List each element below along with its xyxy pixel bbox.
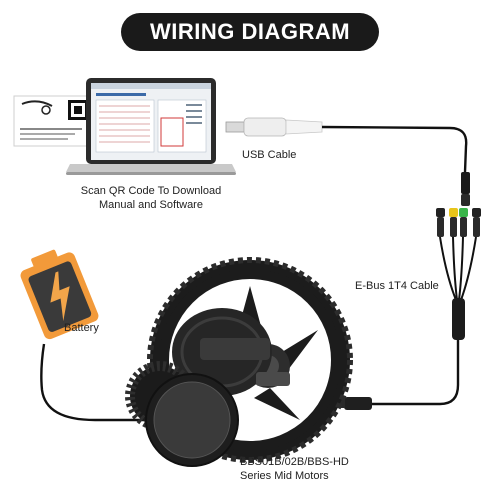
- ebus-cable: [336, 194, 481, 410]
- motor-label: BBS01B/02B/BBS-HD Series Mid Motors: [240, 455, 349, 483]
- battery-cable: [40, 343, 150, 422]
- usb-cable: [225, 117, 470, 194]
- motor-label-line2: Series Mid Motors: [240, 470, 329, 482]
- motor-label-line1: BBS01B/02B/BBS-HD: [240, 456, 349, 468]
- battery-label: Battery: [64, 322, 99, 334]
- battery-icon: [20, 249, 99, 340]
- scan-qr-label: Scan QR Code To Download Manual and Soft…: [66, 184, 236, 212]
- usb-cable-label: USB Cable: [242, 149, 297, 161]
- laptop-icon: [66, 78, 236, 175]
- qr-card: [13, 95, 93, 147]
- ebus-cable-label: E-Bus 1T4 Cable: [355, 280, 439, 292]
- diagram-title: WIRING DIAGRAM: [121, 13, 379, 51]
- scan-qr-line2: Manual and Software: [99, 199, 203, 211]
- scan-qr-line1: Scan QR Code To Download: [80, 185, 222, 197]
- mid-motor: [125, 308, 290, 467]
